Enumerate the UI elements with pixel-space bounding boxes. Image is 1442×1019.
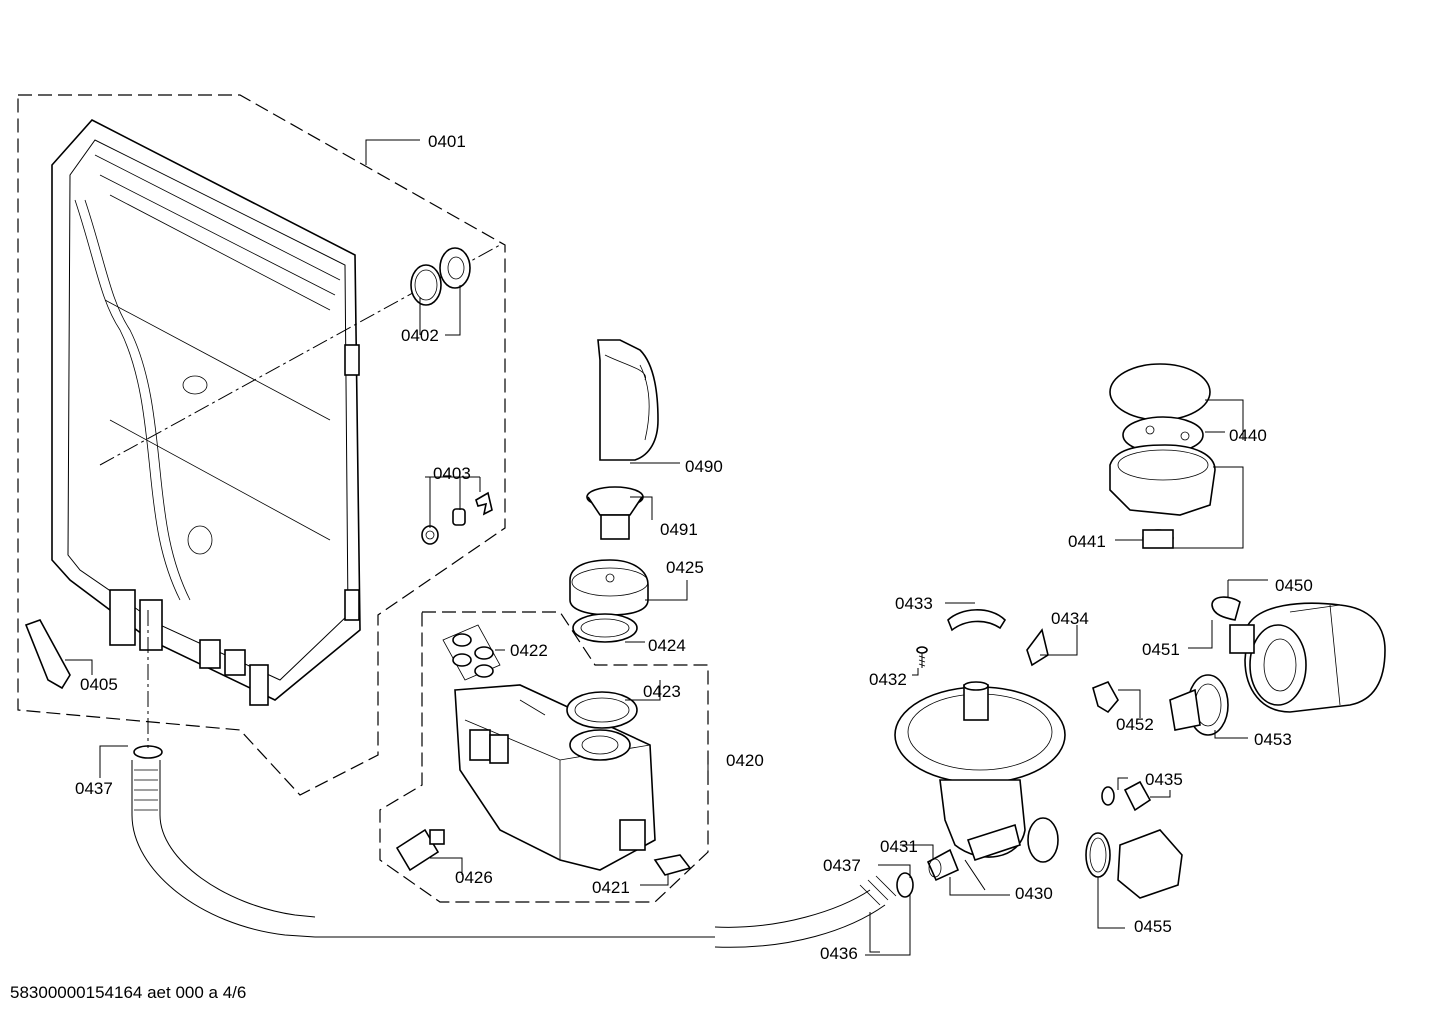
callout-0452: 0452: [1116, 715, 1154, 734]
callout-0433: 0433: [895, 594, 933, 613]
clip-0421: [653, 854, 692, 876]
filler-cone-0491: [586, 486, 644, 540]
callout-0455: 0455: [1134, 917, 1172, 936]
callout-0453: 0453: [1254, 730, 1292, 749]
callout-0422: 0422: [510, 641, 548, 660]
callout-0432: 0432: [869, 670, 907, 689]
valve-0431: [926, 848, 960, 882]
callout-0434: 0434: [1051, 609, 1089, 628]
sump-group-outline: [379, 611, 709, 903]
screw-0432: [916, 646, 928, 668]
drain-hose: [131, 745, 914, 948]
clip-0434: [1026, 628, 1049, 667]
door-group-outline: [17, 94, 506, 796]
cover-disc-0402: [439, 247, 471, 289]
callout-0437-pump: 0437: [823, 856, 861, 875]
funnel-0490: [597, 339, 659, 461]
callout-0401: 0401: [428, 132, 466, 151]
ring-0424: [572, 613, 638, 643]
callout-0426: 0426: [455, 868, 493, 887]
callout-0491: 0491: [660, 520, 698, 539]
callout-0402: 0402: [401, 326, 439, 345]
callout-0423: 0423: [643, 682, 681, 701]
fitting-0452: [1092, 680, 1119, 714]
callout-0441: 0441: [1068, 532, 1106, 551]
callout-0430: 0430: [1015, 884, 1053, 903]
clip-0403: [475, 491, 493, 516]
latch-0405: [24, 619, 71, 690]
callout-0420: 0420: [726, 751, 764, 770]
pipe-0453: [1169, 674, 1229, 736]
grommet-0403: [421, 525, 439, 545]
callout-0421: 0421: [592, 878, 630, 897]
callout-0436: 0436: [820, 944, 858, 963]
callout-0403: 0403: [433, 464, 471, 483]
sump-unit-0420: [454, 684, 656, 871]
callout-0451: 0451: [1142, 640, 1180, 659]
callout-0450: 0450: [1275, 576, 1313, 595]
callout-0425: 0425: [666, 558, 704, 577]
heat-pump-0440: [1109, 363, 1216, 516]
door-inner-panel: [51, 119, 361, 706]
callout-0424: 0424: [648, 636, 686, 655]
motor-0441: [1142, 529, 1174, 549]
document-id: 58300000154164 aet 000 a 4/6: [10, 983, 247, 1002]
seal-ring-0402: [410, 264, 442, 306]
circulation-pump-0450: [1229, 602, 1386, 713]
leader-lines: [65, 139, 1268, 956]
clamp-0451: [1211, 596, 1241, 621]
callout-0490: 0490: [685, 457, 723, 476]
callout-0435: 0435: [1145, 770, 1183, 789]
cap-0425: [569, 559, 649, 616]
sump-housing-0430: [894, 681, 1066, 863]
valve-0426: [395, 828, 445, 872]
aqua-sensor-0455: [1085, 829, 1183, 899]
sensor-0435: [1101, 780, 1152, 812]
bracket-0433: [947, 609, 1007, 632]
callout-0405: 0405: [80, 675, 118, 694]
callout-0431: 0431: [880, 837, 918, 856]
callout-0440: 0440: [1229, 426, 1267, 445]
plug-0403: [452, 508, 466, 526]
callout-0437-hose: 0437: [75, 779, 113, 798]
seal-set-0422: [442, 624, 501, 681]
